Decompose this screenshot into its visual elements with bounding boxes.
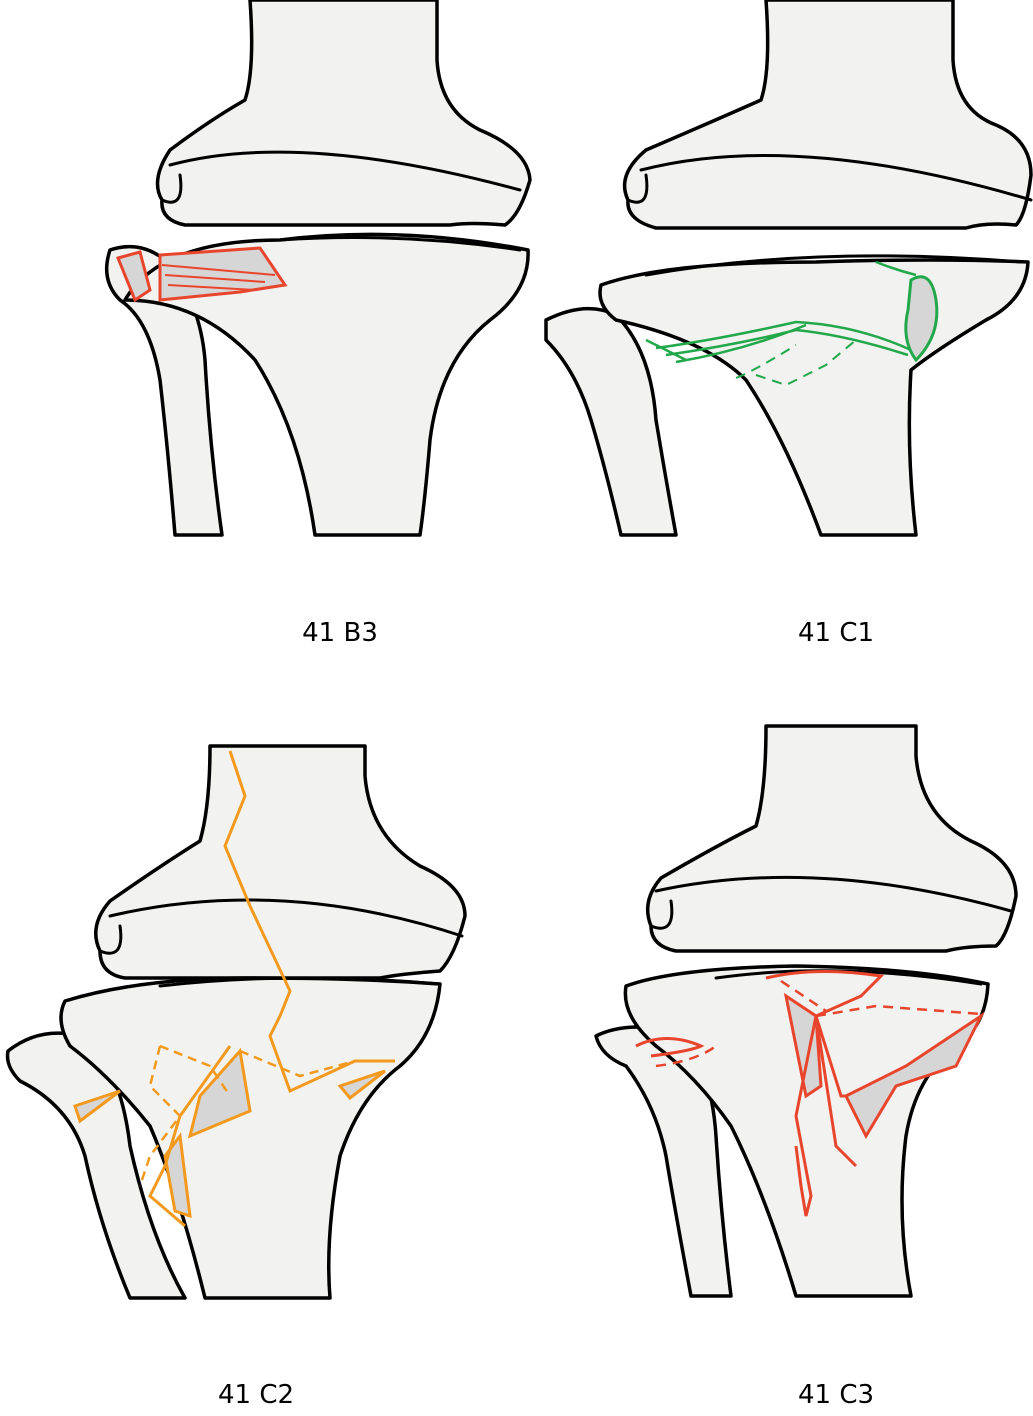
knee-illustration-41-c2 [0, 716, 520, 1296]
panel-label: 41 B3 [302, 618, 378, 648]
femur [96, 746, 465, 978]
panel-41-c2: 41 C2 [0, 716, 520, 1416]
panel-41-c1: 41 C1 [516, 0, 1033, 700]
panel-41-b3: 41 B3 [0, 0, 520, 700]
femur [648, 726, 1016, 951]
femur [625, 0, 1031, 228]
panel-label: 41 C2 [218, 1380, 294, 1410]
knee-illustration-41-c1 [516, 0, 1033, 560]
panel-41-c3: 41 C3 [516, 716, 1033, 1416]
fibula [546, 309, 676, 535]
knee-illustration-41-c3 [516, 716, 1033, 1296]
panel-label: 41 C1 [798, 618, 874, 648]
knee-illustration-41-b3 [0, 0, 520, 560]
panel-label: 41 C3 [798, 1380, 874, 1410]
femur [158, 0, 531, 225]
